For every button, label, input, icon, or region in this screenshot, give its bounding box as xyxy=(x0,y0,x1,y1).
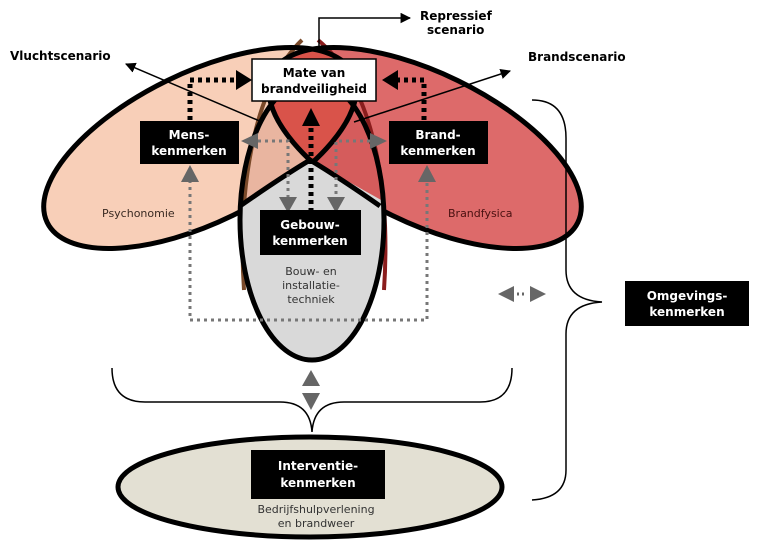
brandscenario-label: Brandscenario xyxy=(528,50,626,64)
mate-line2: brandveiligheid xyxy=(261,82,367,96)
mens-line1: Mens- xyxy=(169,128,210,142)
arrow-down-gebouw-right-icon xyxy=(327,197,345,213)
arrow-right-mate-icon xyxy=(236,70,252,90)
mens-line2: kenmerken xyxy=(151,144,226,158)
arrow-left-mens-icon xyxy=(241,133,258,149)
arrow-right-brand-icon xyxy=(370,133,387,149)
bouw-label-line2: installatie- xyxy=(282,279,340,292)
brand-line1: Brand- xyxy=(415,128,460,142)
psychonomie-label: Psychonomie xyxy=(102,207,175,220)
interventiekenmerken-box: Interventie- kenmerken xyxy=(251,450,385,499)
arrow-down-gebouw-left-icon xyxy=(279,197,297,213)
interventie-label-line2: en brandweer xyxy=(278,517,355,530)
gebouw-line1: Gebouw- xyxy=(280,218,339,232)
gebouw-line2: kenmerken xyxy=(272,234,347,248)
interventie-label-line1: Bedrijfshulpverlening xyxy=(257,503,374,516)
brandscenario-arrow xyxy=(353,68,511,123)
arrow-up-mens-icon xyxy=(181,165,199,182)
arrow-left-mate-icon xyxy=(382,70,398,90)
repressief-label-line2: scenario xyxy=(427,23,484,37)
vluchtscenario-arrow xyxy=(125,62,263,123)
interventie-line1: Interventie- xyxy=(278,459,358,473)
gebouwkenmerken-box: Gebouw- kenmerken xyxy=(260,210,361,255)
mate-van-brandveiligheid-box: Mate van brandveiligheid xyxy=(251,58,377,102)
menskenmerken-box: Mens- kenmerken xyxy=(140,121,239,164)
arrow-left-icon xyxy=(498,286,514,302)
mate-line1: Mate van xyxy=(283,66,346,80)
right-brace xyxy=(531,99,603,501)
bouw-label-line1: Bouw- en xyxy=(285,265,336,278)
repressief-arrow xyxy=(318,12,412,50)
brandfysica-label: Brandfysica xyxy=(448,207,513,220)
arrow-up-brand-icon xyxy=(418,165,436,182)
bouw-label-line3: techniek xyxy=(287,293,335,306)
arrow-down-icon xyxy=(302,393,320,410)
arrow-right-icon xyxy=(530,286,546,302)
bottom-brace xyxy=(111,367,513,433)
brandkenmerken-box: Brand- kenmerken xyxy=(389,121,488,164)
arrow-up-mate-icon xyxy=(302,108,320,126)
arrow-up-icon xyxy=(302,370,320,386)
vluchtscenario-label: Vluchtscenario xyxy=(10,49,111,63)
dotted-loop xyxy=(188,180,429,322)
brand-line2: kenmerken xyxy=(400,144,475,158)
omgeving-line1: Omgevings- xyxy=(647,289,728,303)
repressief-label-line1: Repressief xyxy=(420,9,493,23)
interventie-line2: kenmerken xyxy=(280,476,355,490)
omgevingskenmerken-box: Omgevings- kenmerken xyxy=(625,281,749,326)
omgeving-line2: kenmerken xyxy=(649,305,724,319)
